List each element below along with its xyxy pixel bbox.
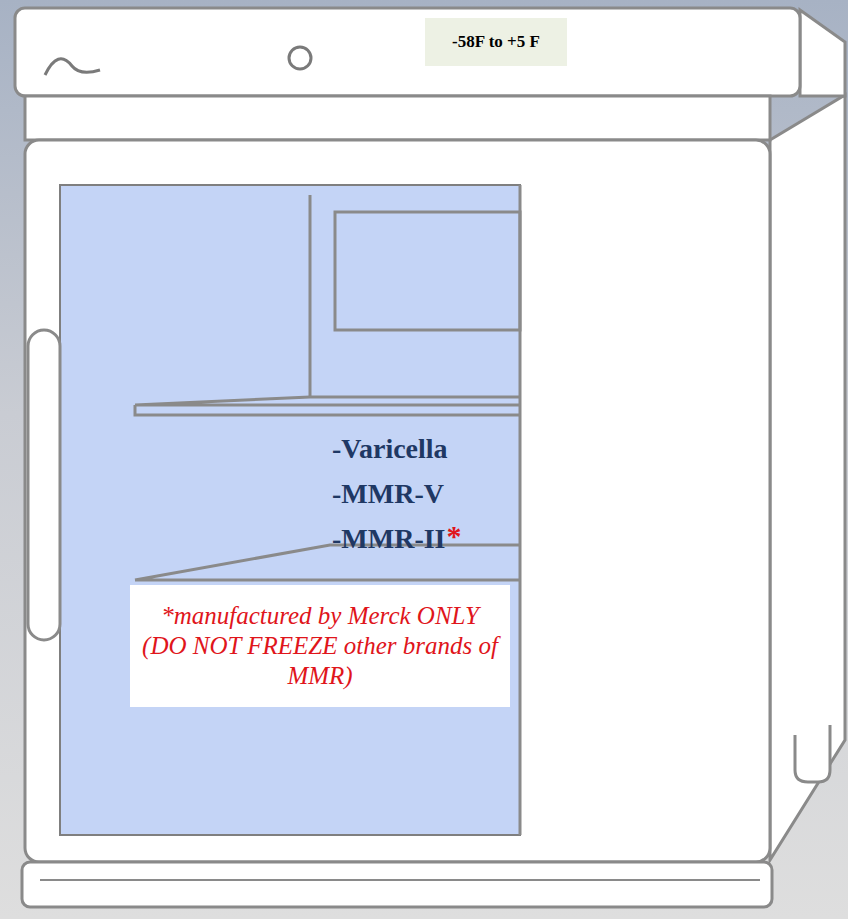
window-edge	[519, 185, 522, 835]
upper-shelf	[135, 397, 520, 415]
door-window	[60, 185, 520, 835]
hinge-band	[25, 96, 770, 140]
temperature-range-box: -58F to +5 F	[425, 18, 567, 66]
panel-side	[800, 10, 845, 96]
lower-shelf	[135, 545, 520, 580]
back-wall-line	[309, 195, 312, 398]
cabinet-base	[22, 862, 772, 907]
base-line	[40, 879, 760, 881]
inner-compartment	[335, 212, 520, 330]
vaccine-label: -Varicella	[332, 433, 448, 465]
door-handle	[28, 330, 60, 640]
wave-symbol	[45, 59, 100, 75]
door	[25, 140, 770, 862]
footnote-marker: *	[447, 519, 462, 553]
vaccine-label: -MMR-V	[332, 478, 444, 510]
cabinet-foot	[795, 725, 830, 782]
note-box: *manufactured by Merck ONLY (DO NOT FREE…	[130, 585, 510, 707]
box-text: *manufactured by Merck ONLY (DO NOT FREE…	[140, 601, 500, 691]
control-knob	[289, 47, 311, 69]
box-text: -58F to +5 F	[452, 32, 540, 52]
control-panel	[15, 8, 800, 96]
vaccine-label: -MMR-II	[332, 523, 446, 555]
cabinet-side	[770, 95, 845, 860]
